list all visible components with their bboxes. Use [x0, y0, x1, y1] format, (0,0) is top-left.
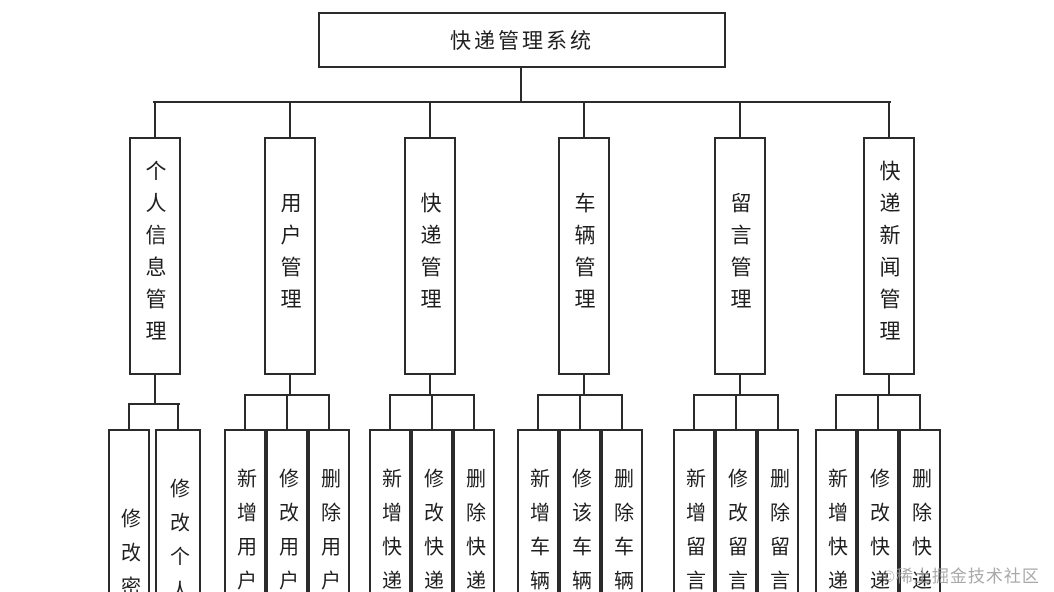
connector-stub-g5	[739, 373, 741, 396]
connector-drop-g1-2	[177, 403, 179, 431]
leaf-label: 修改用户	[275, 468, 298, 592]
connector-drop-g3-2	[431, 394, 433, 431]
leaf-node-add-express: 新增快递	[369, 429, 411, 592]
connector-drop-branch-2	[289, 101, 291, 139]
watermark: ©稀土掘金技术社区	[882, 567, 1040, 586]
root-node: 快递管理系统	[318, 12, 726, 68]
branch-label: 留言管理	[728, 192, 752, 320]
connector-drop-g2-2	[286, 394, 288, 431]
leaf-label: 修改快递	[420, 468, 443, 592]
leaf-label: 修改个人	[166, 478, 189, 592]
leaf-label: 修改快递	[866, 468, 889, 592]
connector-stub-g4	[583, 373, 585, 396]
connector-drop-g6-3	[919, 394, 921, 431]
branch-node-vehicle-mgmt: 车辆管理	[558, 137, 610, 375]
leaf-node-edit-express-news: 修改快递	[857, 429, 899, 592]
connector-drop-g6-2	[877, 394, 879, 431]
leaf-label: 删除车辆	[610, 468, 633, 592]
connector-drop-g5-3	[777, 394, 779, 431]
leaf-node-delete-express: 删除快递	[453, 429, 495, 592]
leaf-node-add-vehicle: 新增车辆	[517, 429, 559, 592]
leaf-node-change-password: 修改密	[108, 429, 150, 592]
connector-main-hline	[153, 101, 891, 103]
leaf-node-delete-vehicle: 删除车辆	[601, 429, 643, 592]
branch-node-express-mgmt: 快递管理	[404, 137, 456, 375]
leaf-label: 新增用户	[233, 468, 256, 592]
leaf-node-add-express-news: 新增快递	[815, 429, 857, 592]
leaf-node-delete-message: 删除留言	[757, 429, 799, 592]
leaf-label: 修改留言	[724, 468, 747, 592]
branch-label: 快递新闻管理	[877, 160, 901, 352]
leaf-node-delete-express-news: 删除快递	[899, 429, 941, 592]
leaf-node-add-user: 新增用户	[224, 429, 266, 592]
leaf-label: 新增留言	[682, 468, 705, 592]
connector-drop-g1-1	[128, 403, 130, 431]
leaf-label: 删除留言	[766, 468, 789, 592]
connector-drop-branch-4	[583, 101, 585, 139]
connector-stub-g2	[289, 373, 291, 396]
connector-stub-g1	[154, 373, 156, 405]
connector-hline-g1	[128, 403, 180, 405]
leaf-node-edit-user: 修改用户	[266, 429, 308, 592]
leaf-label: 新增快递	[378, 468, 401, 592]
connector-drop-g4-1	[537, 394, 539, 431]
branch-label: 用户管理	[278, 192, 302, 320]
leaf-node-edit-message: 修改留言	[715, 429, 757, 592]
leaf-label: 修该车辆	[568, 468, 591, 592]
connector-drop-g4-3	[621, 394, 623, 431]
root-node-label: 快递管理系统	[450, 29, 594, 53]
connector-drop-g4-2	[579, 394, 581, 431]
leaf-node-edit-express: 修改快递	[411, 429, 453, 592]
connector-drop-branch-1	[154, 101, 156, 139]
branch-node-personal-info: 个人信息管理	[129, 137, 181, 375]
leaf-label: 删除用户	[317, 468, 340, 592]
connector-drop-branch-5	[739, 101, 741, 139]
connector-drop-g5-1	[693, 394, 695, 431]
connector-stub-g3	[429, 373, 431, 396]
branch-label: 个人信息管理	[143, 160, 167, 352]
connector-drop-g6-1	[835, 394, 837, 431]
branch-node-user-mgmt: 用户管理	[264, 137, 316, 375]
leaf-node-delete-user: 删除用户	[308, 429, 350, 592]
connector-root-stub	[520, 68, 522, 102]
leaf-node-edit-personal: 修改个人	[155, 429, 201, 592]
connector-drop-g2-1	[244, 394, 246, 431]
connector-drop-g2-3	[328, 394, 330, 431]
connector-drop-g3-3	[473, 394, 475, 431]
leaf-label: 删除快递	[908, 468, 931, 592]
leaf-label: 删除快递	[462, 468, 485, 592]
branch-node-message-mgmt: 留言管理	[714, 137, 766, 375]
connector-drop-branch-3	[429, 101, 431, 139]
leaf-label: 新增车辆	[526, 468, 549, 592]
connector-drop-g3-1	[389, 394, 391, 431]
branch-label: 车辆管理	[572, 192, 596, 320]
branch-node-express-news-mgmt: 快递新闻管理	[863, 137, 915, 375]
leaf-label: 修改密	[117, 508, 140, 592]
leaf-node-add-message: 新增留言	[673, 429, 715, 592]
branch-label: 快递管理	[418, 192, 442, 320]
leaf-label: 新增快递	[824, 468, 847, 592]
connector-drop-g5-2	[735, 394, 737, 431]
connector-drop-branch-6	[888, 101, 890, 139]
leaf-node-edit-vehicle: 修该车辆	[559, 429, 601, 592]
connector-stub-g6	[888, 373, 890, 396]
